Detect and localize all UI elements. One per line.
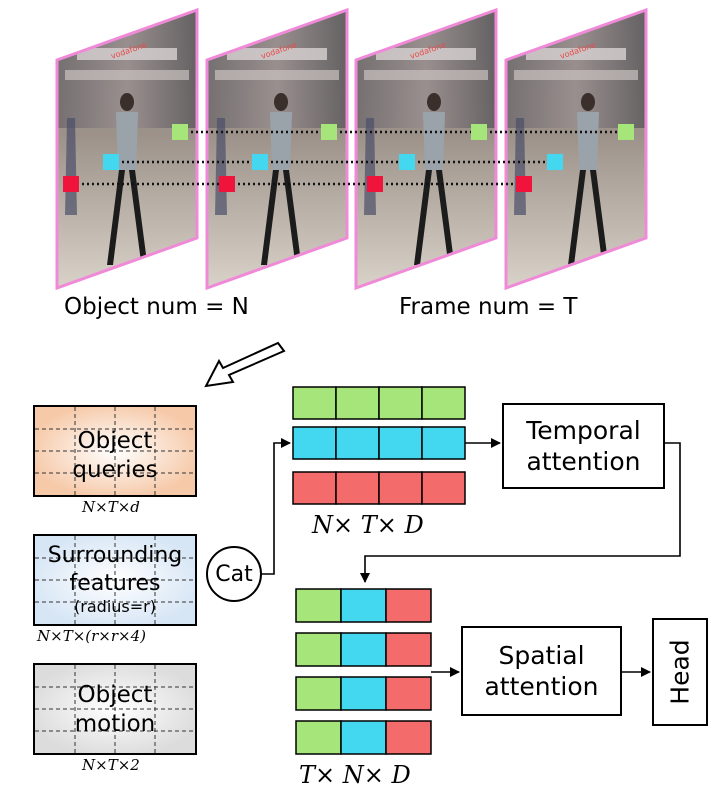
surround-grid — [35, 536, 195, 624]
object-num-label: Object num = N — [64, 294, 249, 320]
concat-node: Cat — [206, 546, 262, 602]
head-box: Head — [652, 618, 708, 726]
temporal-token — [292, 471, 337, 505]
spatial-token — [295, 588, 342, 623]
spatial-token — [340, 588, 387, 623]
spatial-shape-label: T× N× D — [299, 761, 411, 789]
temporal-token — [421, 426, 466, 460]
surrounding-features-box: Surrounding features (radius=r) — [33, 534, 197, 626]
surrounding-line1: Surrounding — [47, 543, 183, 568]
temporal-token — [335, 386, 380, 420]
temporal-token — [421, 386, 466, 420]
spatial-token-grid — [295, 588, 432, 755]
object-marker — [103, 154, 119, 170]
object-marker — [321, 124, 337, 140]
object-marker — [219, 176, 235, 192]
object-marker — [172, 124, 188, 140]
surrounding-line3: (radius=r) — [74, 597, 156, 616]
spatial-token — [295, 720, 342, 755]
spatial-token — [385, 632, 432, 667]
object-marker — [618, 124, 634, 140]
object-queries-shape: N×T×d — [82, 498, 140, 516]
spatial-token — [385, 588, 432, 623]
temporal-token — [292, 386, 337, 420]
spatial-token — [295, 676, 342, 711]
temporal-token — [335, 426, 380, 460]
frame-num-label: Frame num = T — [399, 294, 578, 320]
object-motion-box: Object motion — [33, 663, 197, 755]
object-marker — [471, 124, 487, 140]
temporal-label-line2: attention — [526, 447, 641, 476]
queries-grid — [35, 407, 195, 495]
surrounding-line2: features — [69, 570, 161, 596]
object-marker — [63, 176, 79, 192]
temporal-token — [335, 471, 380, 505]
video-frame: vodafone — [205, 7, 349, 291]
object-motion-line2: motion — [74, 710, 156, 737]
spatial-label-line1: Spatial — [498, 640, 585, 670]
temporal-shape-label: N× T× D — [312, 511, 424, 539]
spatial-token — [340, 632, 387, 667]
temporal-token — [378, 471, 423, 505]
object-marker — [547, 154, 563, 170]
temporal-token-grid — [292, 386, 466, 505]
surrounding-features-shape: N×T×(r×r×4) — [37, 627, 146, 645]
temporal-token — [421, 471, 466, 505]
concat-label: Cat — [215, 561, 253, 587]
object-track-lines — [63, 124, 634, 192]
temporal-token — [378, 386, 423, 420]
object-queries-box: Object queries — [33, 405, 197, 497]
object-queries-line1: Object — [77, 428, 153, 454]
head-label: Head — [665, 639, 695, 705]
object-marker — [516, 176, 532, 192]
video-frame: vodafone — [354, 7, 498, 291]
spatial-label-line2: attention — [484, 672, 599, 701]
object-marker — [367, 176, 383, 192]
video-frame: vodafone — [504, 7, 648, 291]
spatial-token — [340, 720, 387, 755]
object-queries-line2: queries — [72, 456, 158, 483]
object-marker — [399, 154, 415, 170]
spatial-attention-box: Spatial attention — [461, 626, 622, 716]
object-motion-shape: N×T×2 — [82, 756, 140, 774]
spatial-token — [340, 676, 387, 711]
temporal-label-line1: Temporal — [526, 415, 641, 445]
video-frame: vodafone — [55, 7, 199, 291]
temporal-token — [292, 426, 337, 460]
spatial-token — [385, 676, 432, 711]
motion-grid — [35, 665, 195, 753]
object-motion-line1: Object — [77, 682, 153, 708]
hollow-arrow-icon — [204, 341, 286, 388]
spatial-token — [295, 632, 342, 667]
temporal-to-spatial-connector — [360, 442, 681, 583]
cat-connector-line — [262, 438, 291, 575]
spatial-token — [385, 720, 432, 755]
object-marker — [252, 154, 268, 170]
temporal-attention-box: Temporal attention — [502, 403, 665, 489]
temporal-token — [378, 426, 423, 460]
